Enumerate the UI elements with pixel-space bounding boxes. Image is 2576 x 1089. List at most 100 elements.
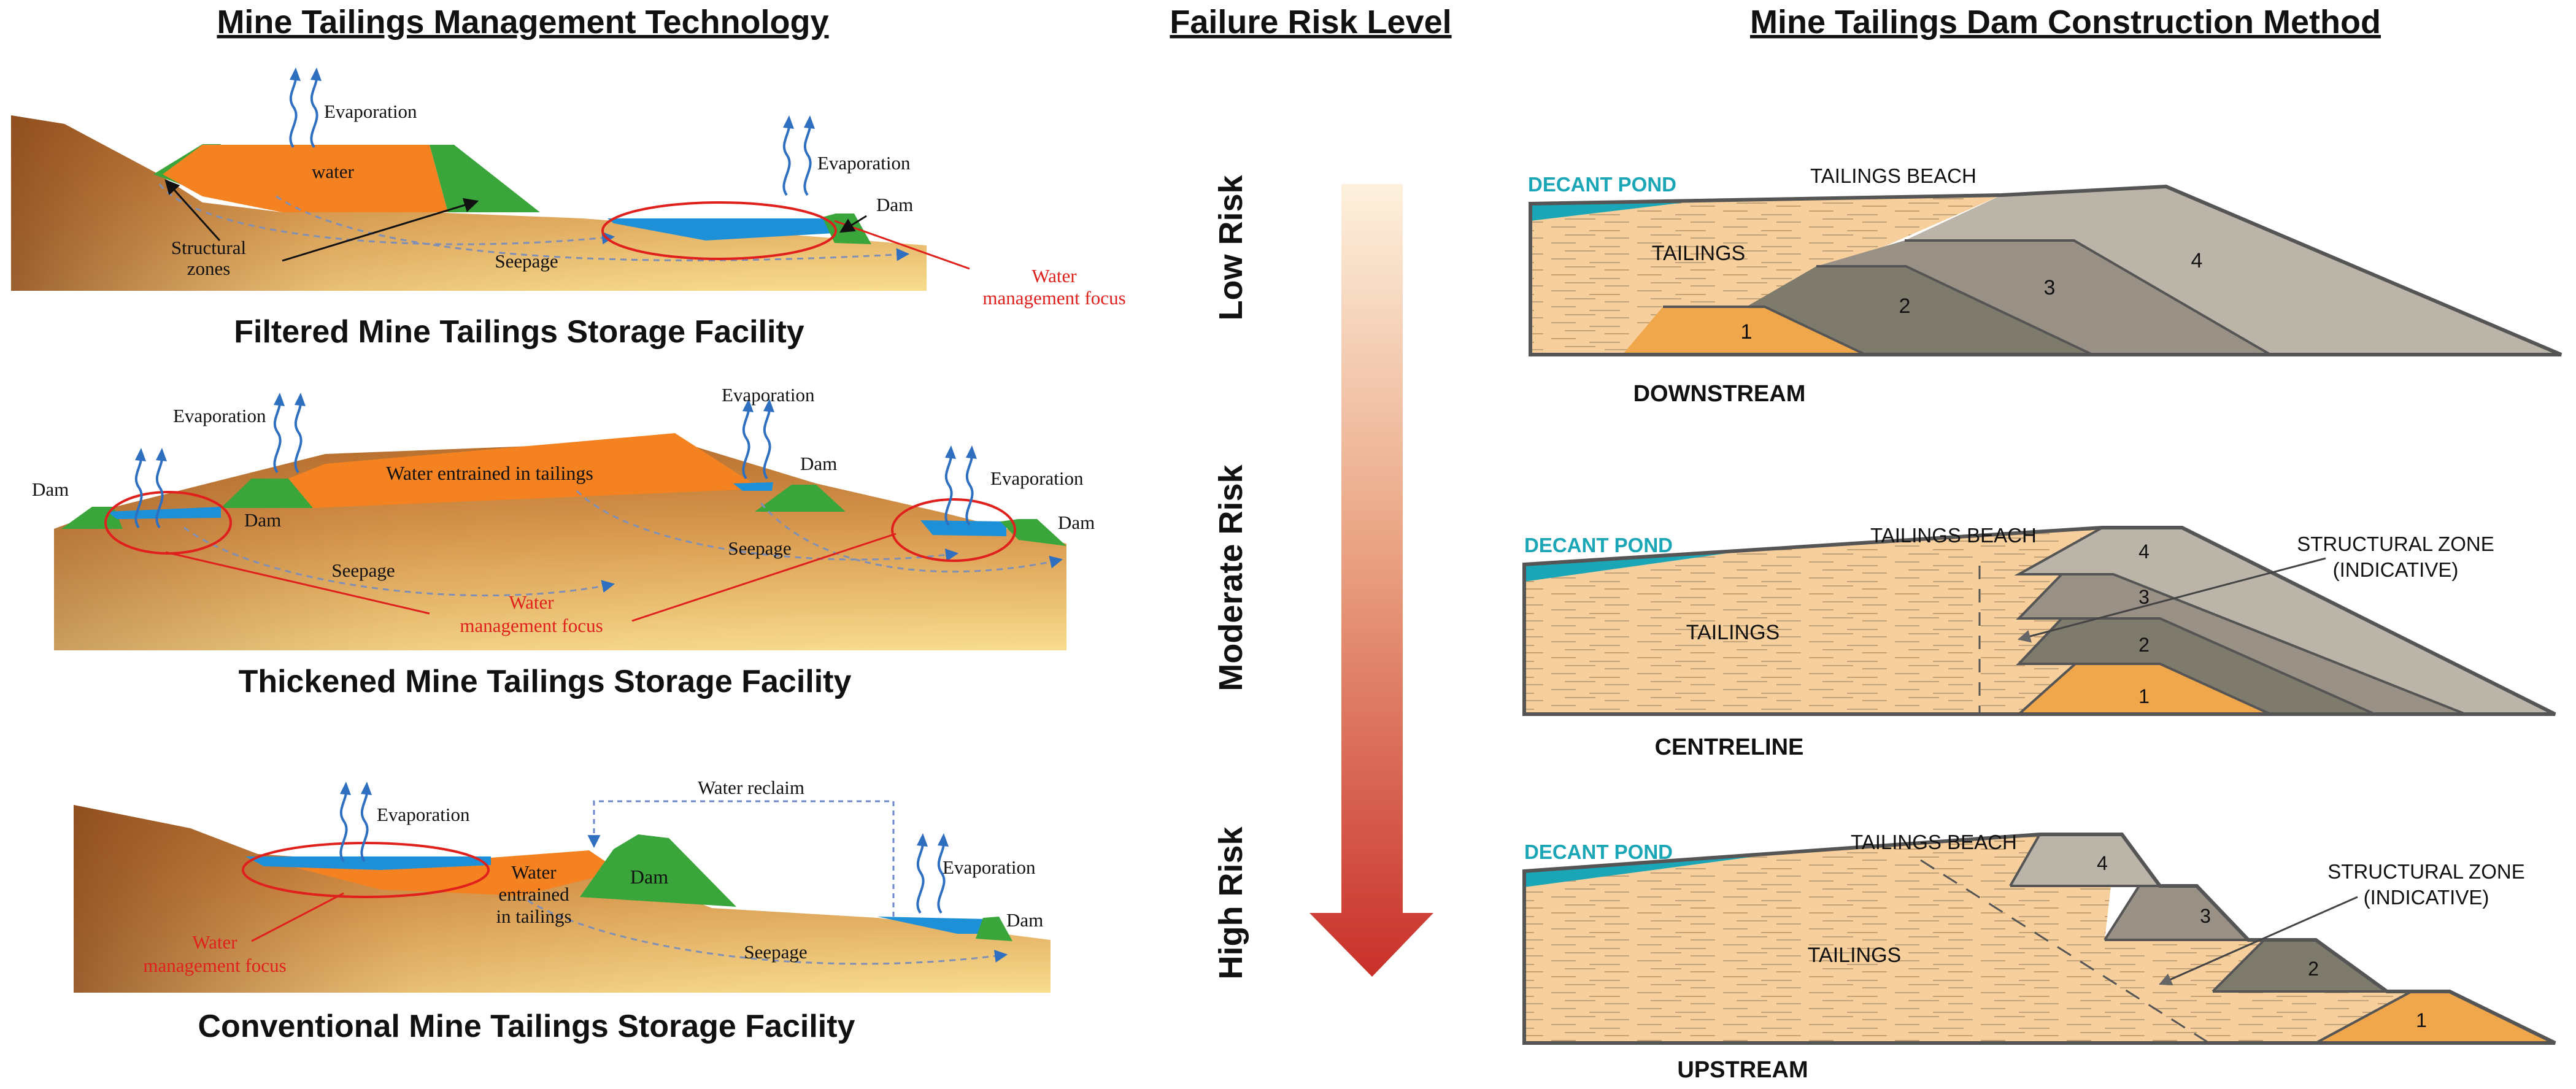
thickened-seepage-line-1: [183, 526, 615, 597]
header-construction: Mine Tailings Dam Construction Method: [1750, 4, 2381, 40]
conventional-entrained-2: entrained: [498, 883, 569, 905]
downstream-stage-1: [1622, 307, 1865, 355]
conventional-title: Conventional Mine Tailings Storage Facil…: [198, 1009, 855, 1044]
upstream-stage-label-2: 2: [2308, 958, 2319, 980]
thickened-seepage-1: Seepage: [331, 560, 395, 581]
conventional-main-dam: [580, 834, 736, 907]
thickened-inner-dam-right: [755, 485, 846, 512]
downstream-stage-label-1: 1: [1741, 320, 1753, 344]
upstream-zone-label-2: (INDICATIVE): [2364, 886, 2489, 909]
thickened-evaporation-2: Evaporation: [722, 384, 815, 406]
upstream-method-label: UPSTREAM: [1677, 1057, 1808, 1083]
centreline-zone-label-1: STRUCTURAL ZONE: [2297, 533, 2494, 555]
centreline-stage-1: [2019, 664, 2270, 714]
filtered-structural-arrow-1: [164, 179, 221, 242]
centreline-stage-4: [2019, 528, 2555, 714]
filtered-structural-arrow-2: [282, 198, 479, 262]
thickened-focus-2: management focus: [460, 615, 603, 636]
downstream-stage-4: [1905, 187, 2561, 355]
thickened-right-pond: [920, 520, 1006, 536]
centreline-decant-label: DECANT POND: [1524, 534, 1673, 556]
thickened-right-dam: [1000, 519, 1066, 546]
thickened-seepage-line-2: [576, 490, 959, 561]
filtered-stack-right-dam: [430, 145, 540, 212]
centreline-method-label: CENTRELINE: [1655, 734, 1804, 760]
risk-level-low: Low Risk: [1213, 175, 1249, 321]
upstream-zone-dash: [1920, 859, 2210, 1044]
filtered-structural-2: zones: [187, 258, 231, 279]
thickened-left-dam: [61, 507, 123, 529]
conventional-focus-1: Water: [192, 931, 237, 953]
downstream-beach-label: TAILINGS BEACH: [1810, 164, 1976, 187]
centreline-zone-pointer: [2017, 557, 2326, 643]
header-technology: Mine Tailings Management Technology: [217, 4, 828, 40]
upstream-tailings-label: TAILINGS: [1808, 944, 1901, 967]
conventional-pond: [245, 856, 491, 870]
conventional-focus-pointer: [251, 892, 344, 942]
thickened-inner-dam-left: [221, 479, 313, 508]
centreline-stage-label-3: 3: [2138, 586, 2150, 608]
centreline-tailings-hatch: [1524, 528, 2102, 714]
filtered-title: Filtered Mine Tailings Storage Facility: [234, 314, 804, 350]
thickened-facility-diagram: Evaporation Evaporation Evaporation Dam …: [32, 384, 1095, 650]
filtered-water-label: water: [312, 161, 355, 182]
upstream-tailings-hatch: [1524, 834, 2412, 1043]
upstream-stage-3: [2105, 886, 2248, 940]
upstream-stage-1: [2316, 991, 2555, 1043]
thickened-focus-pointer-right: [631, 533, 897, 622]
thickened-evaporation-3: Evaporation: [990, 468, 1084, 489]
filtered-seepage-line-2: [276, 195, 910, 261]
thickened-focus-ellipse-right: [891, 498, 1016, 562]
upstream-decant-label: DECANT POND: [1524, 841, 1673, 863]
downstream-stage-label-3: 3: [2044, 276, 2056, 299]
conventional-right-pond: [877, 917, 1006, 934]
upstream-stage-lines: [2009, 834, 2412, 1044]
downstream-method-label: DOWNSTREAM: [1633, 381, 1806, 407]
downstream-tailings-label: TAILINGS: [1652, 242, 1745, 265]
upstream-diagram: [1522, 833, 2556, 1045]
thickened-seepage-2: Seepage: [728, 537, 791, 559]
thickened-title: Thickened Mine Tailings Storage Facility: [239, 664, 852, 699]
centreline-stage-lines: [2014, 526, 2466, 715]
upstream-outline: [1522, 833, 2556, 1045]
conventional-ground-shade: [74, 805, 1051, 993]
centreline-stage-label-4: 4: [2138, 541, 2150, 563]
filtered-seepage: Seepage: [495, 250, 558, 272]
centreline-stage-label-1: 1: [2138, 685, 2150, 707]
upstream-stage-label-4: 4: [2097, 852, 2108, 874]
centreline-tailings-label: TAILINGS: [1686, 621, 1780, 644]
centreline-diagram: [1522, 526, 2556, 716]
thickened-water-entrained: Water entrained in tailings: [386, 462, 593, 484]
upstream-stage-4: [2010, 834, 2160, 886]
upstream-decant-pond: [1524, 854, 1773, 887]
conventional-focus-2: management focus: [143, 955, 286, 976]
conventional-entrained-3: in tailings: [496, 906, 571, 927]
filtered-focus-ellipse: [601, 201, 837, 260]
conventional-dam-2: Dam: [1006, 909, 1043, 931]
thickened-stack: [288, 433, 755, 508]
downstream-diagram: [1529, 184, 2563, 356]
upstream-zone-label-1: STRUCTURAL ZONE: [2327, 860, 2524, 883]
risk-level-moderate: Moderate Risk: [1213, 464, 1249, 691]
filtered-evaporation-1: Evaporation: [324, 101, 417, 122]
filtered-stack: [163, 145, 448, 212]
conventional-evaporation-2: Evaporation: [943, 856, 1036, 878]
thickened-dam-2: Dam: [244, 509, 281, 531]
conventional-seepage-line: [527, 899, 1008, 965]
filtered-structural-1: Structural: [171, 237, 246, 258]
conventional-entrained-1: Water: [511, 861, 557, 883]
filtered-pond: [607, 218, 835, 241]
upstream-stage-label-1: 1: [2416, 1009, 2427, 1031]
conventional-focus-ellipse: [242, 842, 490, 898]
filtered-evaporation-2: Evaporation: [817, 152, 911, 174]
risk-level-high: High Risk: [1213, 826, 1249, 980]
centreline-decant-pond: [1524, 553, 1730, 582]
filtered-focus-2: management focus: [982, 287, 1125, 309]
upstream-stage-label-3: 3: [2200, 905, 2211, 927]
downstream-stage-2: [1746, 266, 2092, 355]
downstream-tailings-hatch: [1530, 195, 2002, 355]
downstream-stage-label-4: 4: [2191, 249, 2203, 272]
risk-arrow: [1309, 184, 1433, 977]
filtered-focus-1: Water: [1032, 265, 1077, 287]
filtered-ground-shade: [11, 115, 927, 291]
